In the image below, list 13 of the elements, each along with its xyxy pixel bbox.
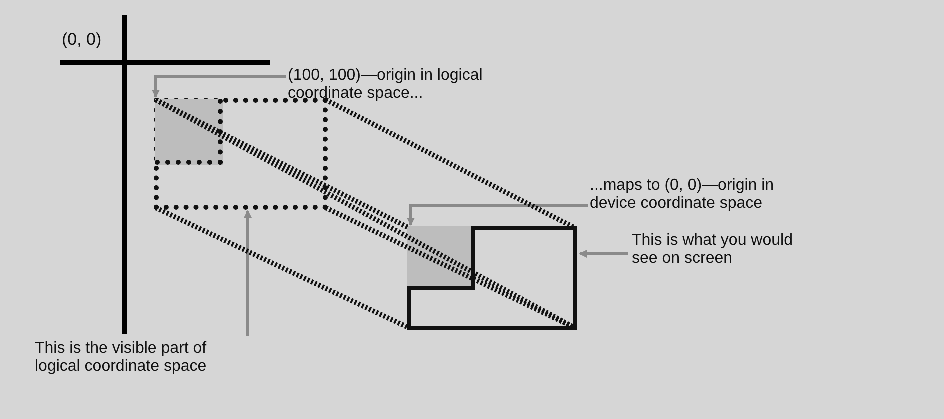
callout-text: (100, 100)—origin in logical coordinate space...	[288, 67, 538, 103]
leader-line	[407, 204, 588, 226]
callout-text: This is the visible part of logical coordinate space	[35, 340, 253, 376]
callout-text: This is what you would see on screen	[632, 232, 818, 268]
callout-text: ...maps to (0, 0)—origin in device coordinate space	[590, 177, 808, 213]
leader-line	[244, 210, 252, 336]
leader-line	[579, 250, 628, 258]
origin-label: (0, 0)	[62, 30, 102, 50]
leader-line	[152, 76, 286, 98]
logical-area-frame	[154, 98, 328, 210]
projection-line	[324, 206, 576, 330]
projection-line	[154, 98, 576, 330]
screen-frame	[407, 226, 577, 330]
